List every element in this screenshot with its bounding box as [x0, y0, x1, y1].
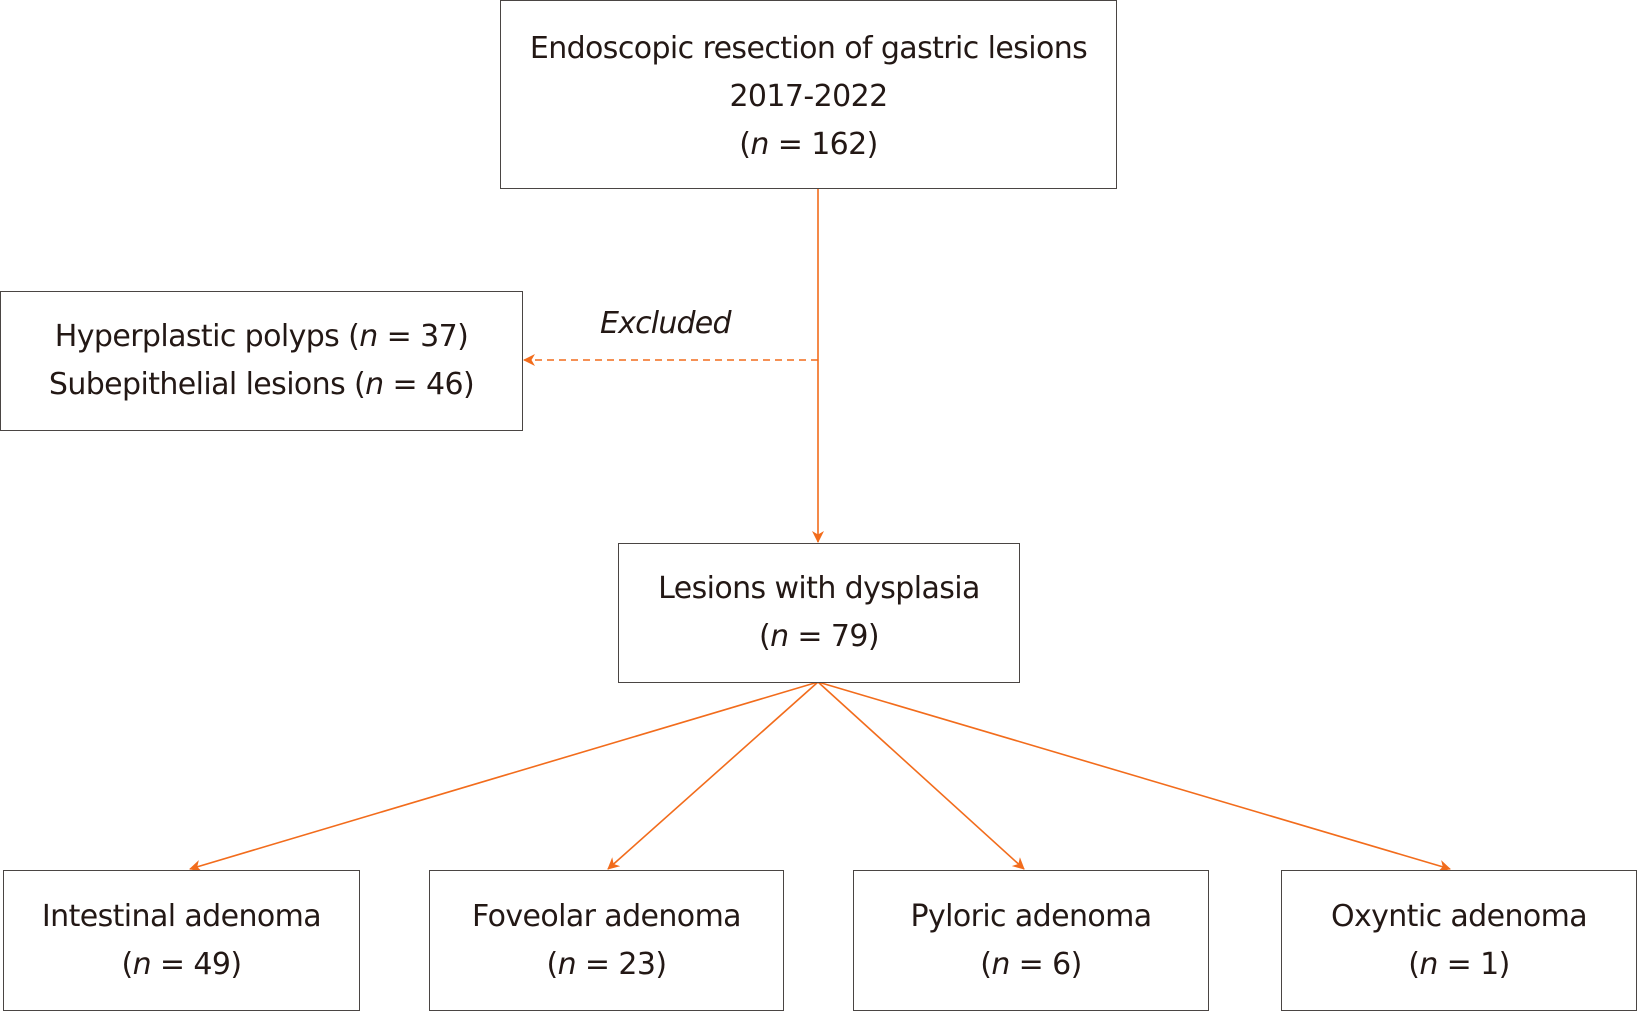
- excluded-item: Hyperplastic polyps (n = 37): [54, 319, 469, 354]
- box-title: Lesions with dysplasia: [658, 571, 980, 606]
- box-title: Intestinal adenoma: [41, 898, 322, 934]
- box-all-resections: Endoscopic resection of gastric lesions …: [500, 0, 1117, 189]
- arrow-to-foveolar: [607, 681, 819, 870]
- box-pyloric-adenoma: Pyloric adenoma (n = 6): [853, 870, 1209, 1011]
- arrow-to-oxyntic: [817, 681, 1451, 872]
- box-count: (n = 49): [121, 946, 242, 982]
- box-title: Oxyntic adenoma: [1330, 898, 1588, 934]
- arrow-to-pyloric: [817, 681, 1025, 870]
- box-count: (n = 79): [758, 619, 880, 654]
- box-intestinal-adenoma: Intestinal adenoma (n = 49): [3, 870, 360, 1011]
- box-count: (n = 1): [1408, 946, 1510, 982]
- box-dysplasia: Lesions with dysplasia (n = 79): [618, 543, 1020, 683]
- box-title: Pyloric adenoma: [910, 898, 1152, 934]
- excluded-label: Excluded: [600, 306, 732, 341]
- box-title: Endoscopic resection of gastric lesions: [529, 30, 1088, 66]
- box-count: (n = 162): [739, 126, 878, 162]
- box-foveolar-adenoma: Foveolar adenoma (n = 23): [429, 870, 784, 1011]
- box-period: 2017-2022: [729, 78, 888, 114]
- box-oxyntic-adenoma: Oxyntic adenoma (n = 1): [1281, 870, 1637, 1011]
- box-count: (n = 6): [980, 946, 1082, 982]
- box-count: (n = 23): [546, 946, 667, 982]
- box-excluded: Hyperplastic polyps (n = 37) Subepitheli…: [0, 291, 523, 431]
- excluded-item: Subepithelial lesions (n = 46): [48, 367, 475, 402]
- arrow-to-intestinal: [189, 681, 819, 872]
- box-title: Foveolar adenoma: [472, 898, 742, 934]
